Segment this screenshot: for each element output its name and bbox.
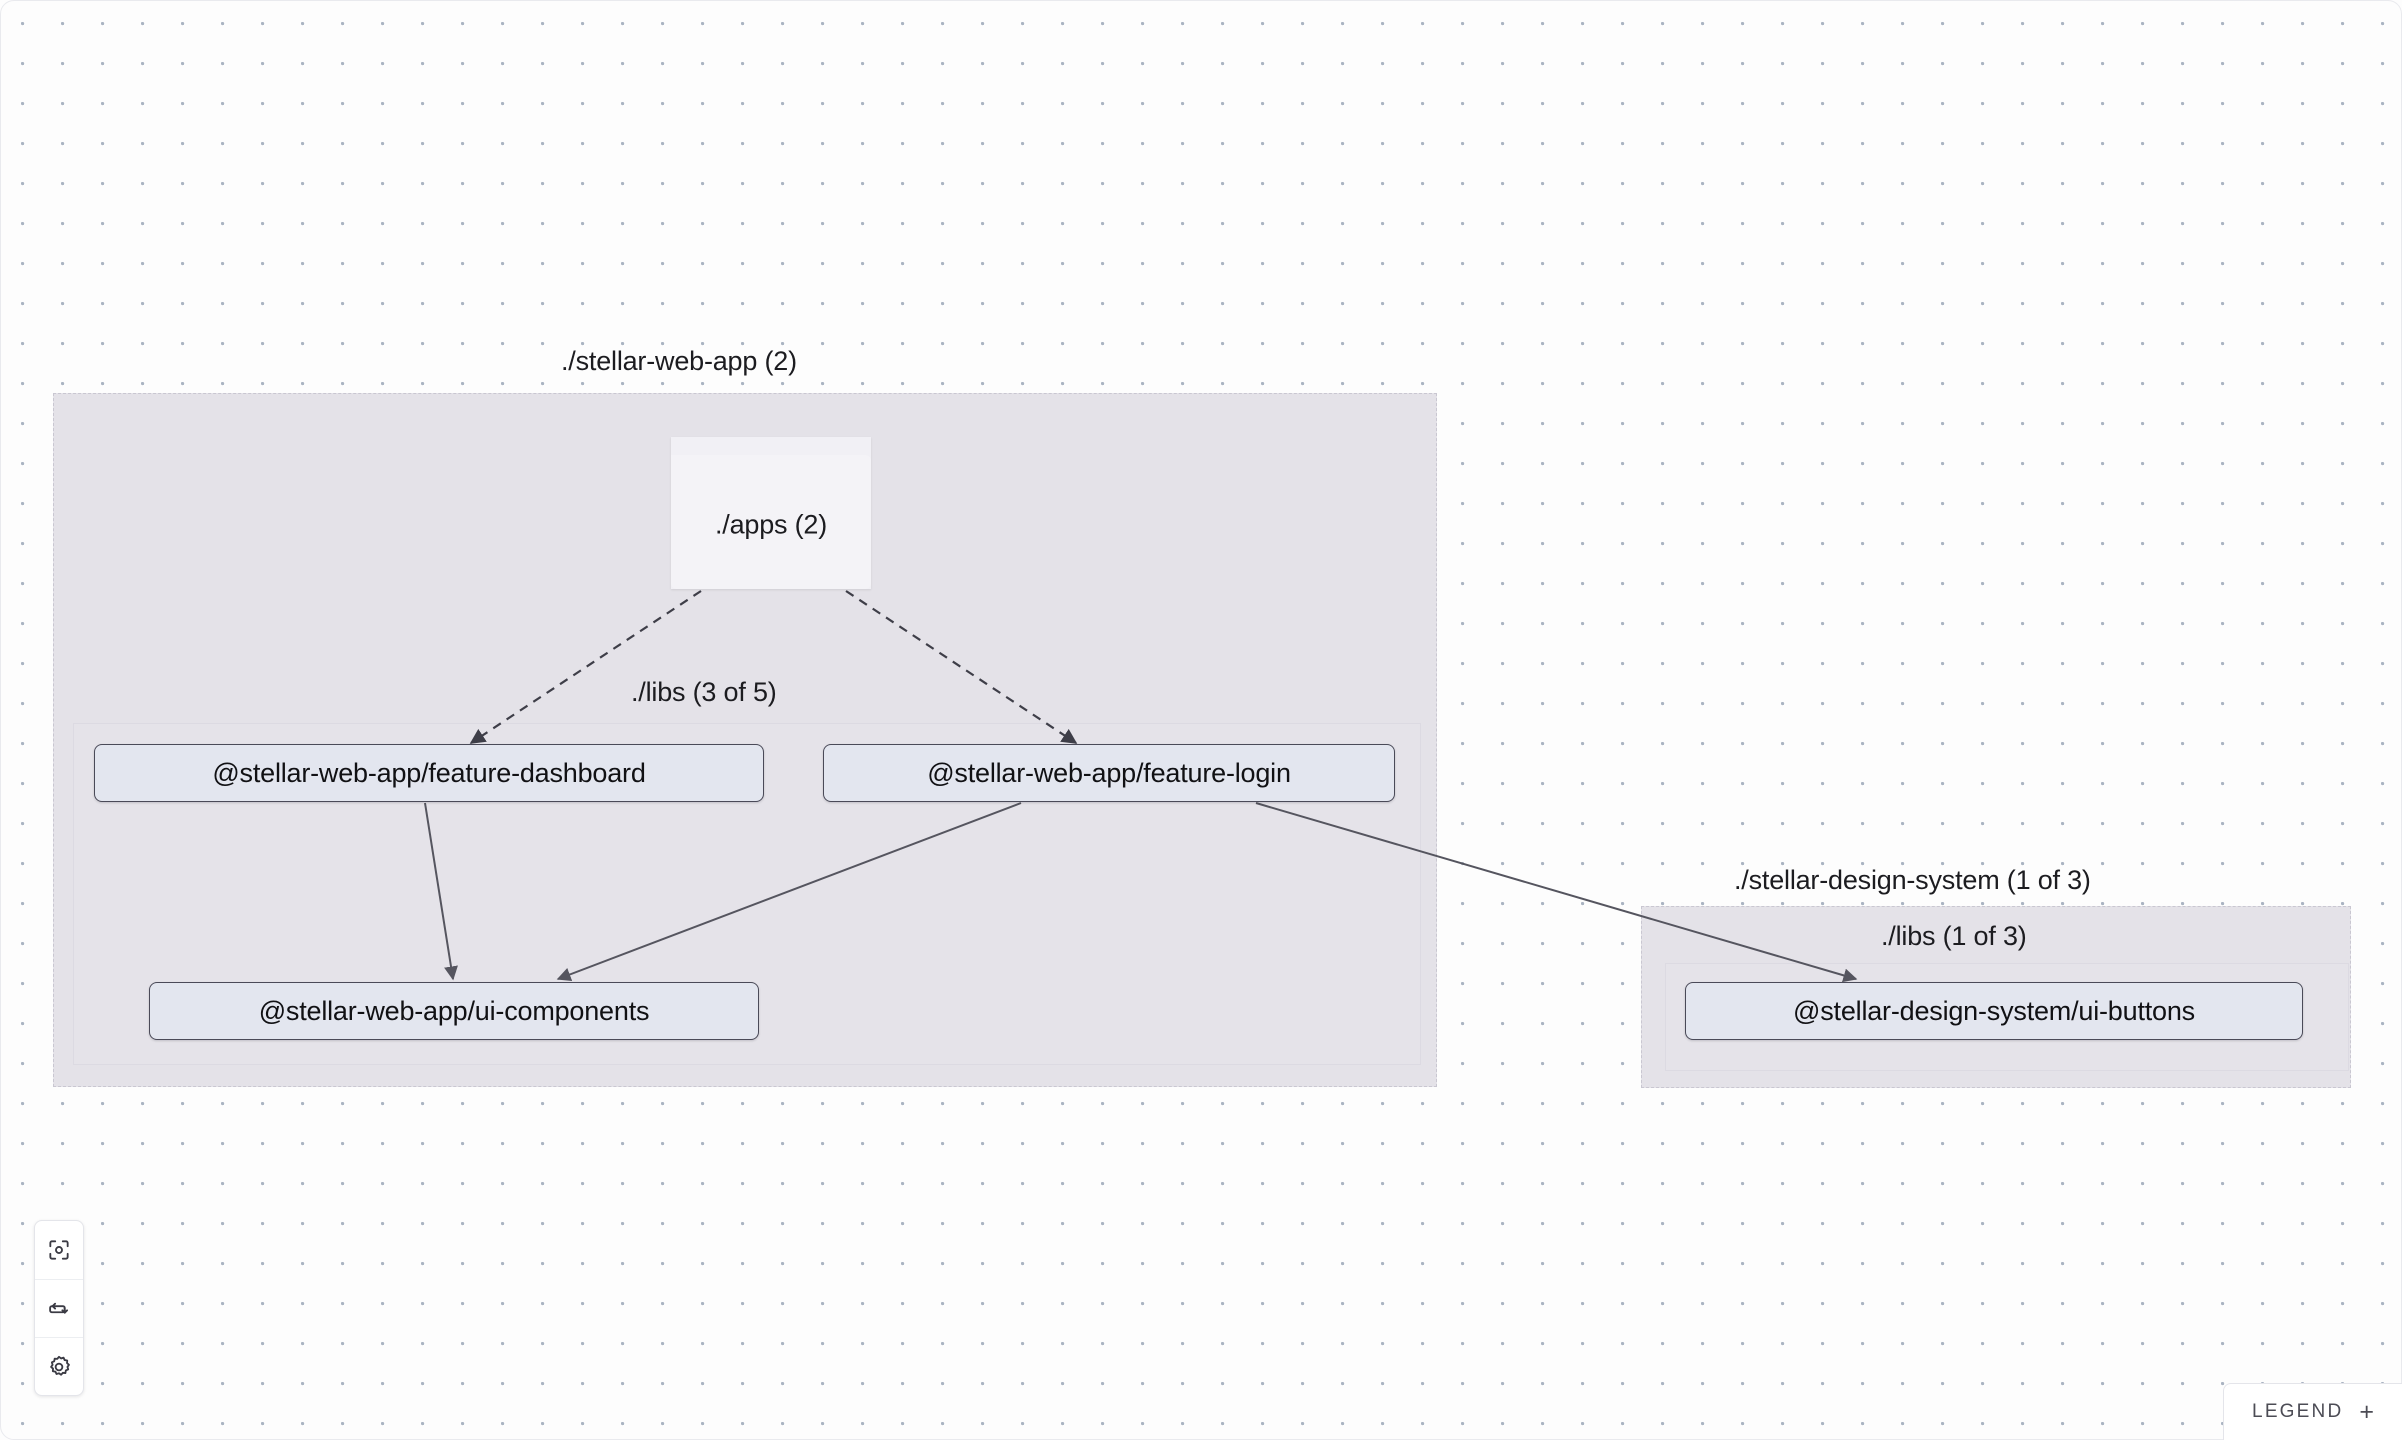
folder-body-shape bbox=[671, 455, 871, 589]
refresh-icon bbox=[46, 1296, 72, 1322]
project-group-label-stellar-design-system: ./stellar-design-system (1 of 3) bbox=[1734, 865, 2091, 895]
lib-node-label-ui-components: @stellar-web-app/ui-components bbox=[258, 995, 650, 1026]
lib-node-ui-buttons[interactable]: @stellar-design-system/ui-buttons bbox=[1685, 982, 2303, 1040]
folder-node-label-apps: ./apps (2) bbox=[714, 509, 828, 540]
reload-graph-button[interactable] bbox=[35, 1279, 83, 1337]
lib-node-label-feature-dashboard: @stellar-web-app/feature-dashboard bbox=[212, 757, 646, 788]
legend-toggle[interactable]: LEGEND + bbox=[2223, 1383, 2402, 1440]
legend-label: LEGEND bbox=[2252, 1401, 2344, 1422]
gear-icon bbox=[46, 1354, 72, 1380]
folder-tab-shape bbox=[671, 437, 719, 457]
folder-node-apps[interactable]: ./apps (2) bbox=[671, 437, 871, 589]
lib-node-label-feature-login: @stellar-web-app/feature-login bbox=[927, 757, 1291, 788]
inner-group-label-web-app-libs: ./libs (3 of 5) bbox=[631, 677, 777, 707]
lib-node-label-ui-buttons: @stellar-design-system/ui-buttons bbox=[1793, 995, 2195, 1026]
graph-toolbar bbox=[34, 1220, 84, 1396]
lib-node-ui-components[interactable]: @stellar-web-app/ui-components bbox=[149, 982, 759, 1040]
lib-node-feature-login[interactable]: @stellar-web-app/feature-login bbox=[823, 744, 1395, 802]
project-group-label-stellar-web-app: ./stellar-web-app (2) bbox=[561, 346, 797, 376]
lib-node-feature-dashboard[interactable]: @stellar-web-app/feature-dashboard bbox=[94, 744, 764, 802]
focus-graph-button[interactable] bbox=[35, 1221, 83, 1279]
focus-frame-icon bbox=[46, 1237, 72, 1263]
inner-group-label-design-system-libs: ./libs (1 of 3) bbox=[1881, 921, 2027, 951]
legend-expand-icon: + bbox=[2359, 1397, 2374, 1426]
settings-button[interactable] bbox=[35, 1337, 83, 1395]
